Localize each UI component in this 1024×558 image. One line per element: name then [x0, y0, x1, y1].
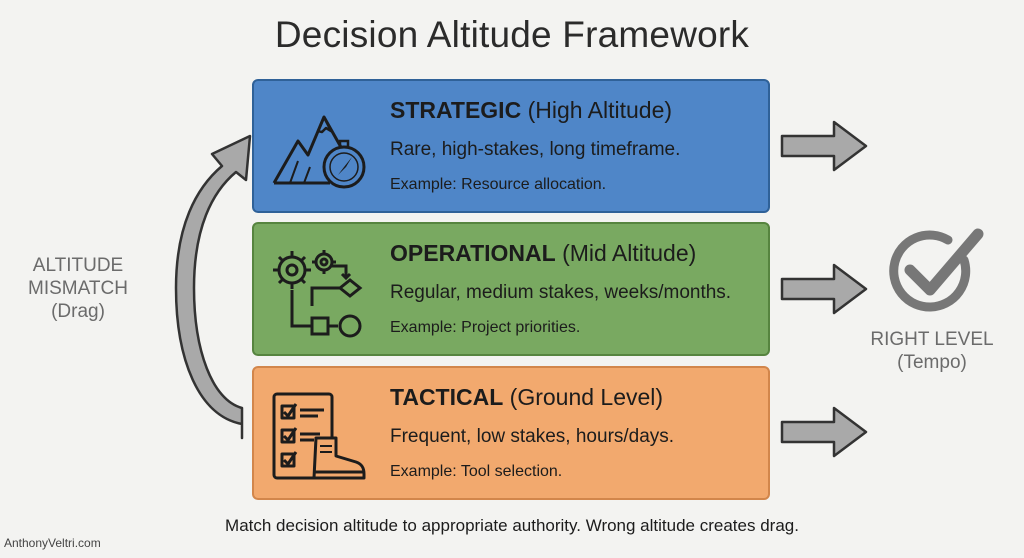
strategic-heading: STRATEGIC (High Altitude)	[390, 97, 673, 123]
altitude-mismatch-arrow	[150, 118, 260, 450]
operational-heading: OPERATIONAL (Mid Altitude)	[390, 240, 697, 266]
checklist-boot-icon	[272, 392, 366, 480]
tactical-example: Example: Tool selection.	[390, 463, 563, 480]
gears-flowchart-icon	[273, 250, 363, 338]
strategic-description: Rare, high-stakes, long timeframe.	[390, 139, 681, 160]
checkmark-icon	[889, 228, 984, 312]
operational-level-box: OPERATIONAL (Mid Altitude) Regular, medi…	[252, 222, 770, 356]
footer-note: Match decision altitude to appropriate a…	[225, 516, 799, 535]
mountain-compass-icon	[272, 115, 366, 189]
page-title: Decision Altitude Framework	[274, 14, 750, 55]
operational-example: Example: Project priorities.	[390, 319, 581, 336]
site-credit: AnthonyVeltri.com	[4, 536, 101, 550]
tactical-description: Frequent, low stakes, hours/days.	[390, 426, 675, 447]
operational-description: Regular, medium stakes, weeks/months.	[390, 282, 732, 303]
tactical-heading: TACTICAL (Ground Level)	[390, 384, 664, 410]
altitude-mismatch-label: ALTITUDE MISMATCH (Drag)	[28, 255, 128, 322]
right-level-label: RIGHT LEVEL (Tempo)	[870, 329, 994, 373]
operational-right-arrow	[780, 263, 868, 315]
strategic-right-arrow	[780, 120, 868, 172]
tactical-right-arrow	[780, 406, 868, 458]
strategic-example: Example: Resource allocation.	[390, 176, 607, 193]
strategic-level-box: STRATEGIC (High Altitude) Rare, high-sta…	[252, 79, 770, 213]
tactical-level-box: TACTICAL (Ground Level) Frequent, low st…	[252, 366, 770, 500]
